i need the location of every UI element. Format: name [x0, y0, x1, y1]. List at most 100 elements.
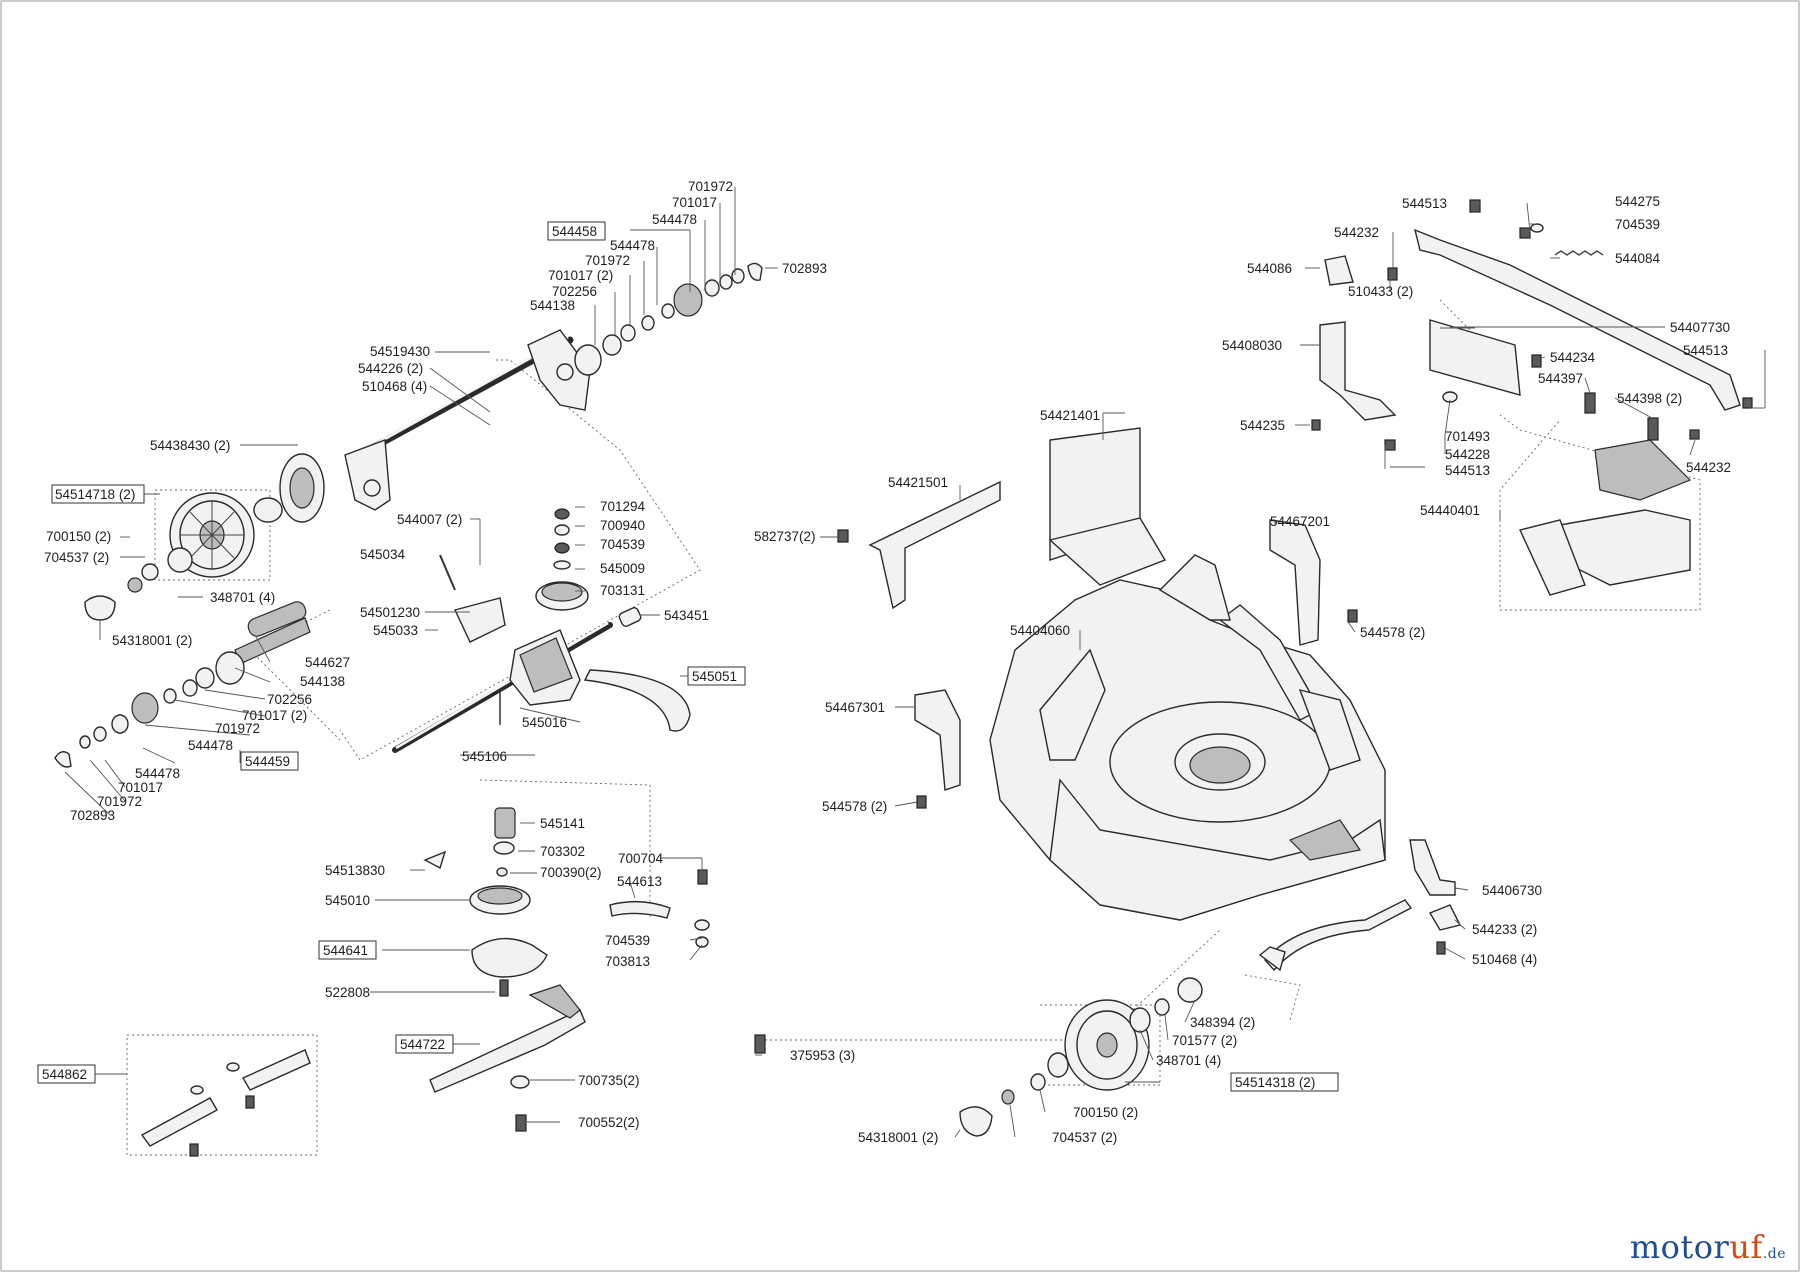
label-54421401: 54421401 [1040, 408, 1100, 423]
label-701017-x2: 701017 (2) [548, 268, 613, 283]
label-701972: 701972 [97, 794, 142, 809]
transmission-gearbox [247, 508, 691, 753]
logo-text-domain: .de [1762, 1246, 1786, 1262]
label-700150-x2: 700150 (2) [1073, 1105, 1138, 1120]
label-544478: 544478 [188, 738, 233, 753]
label-545034: 545034 [360, 547, 406, 562]
label-544234: 544234 [1550, 350, 1596, 365]
boxed-label-frames [37, 221, 1339, 1092]
label-701972: 701972 [585, 253, 630, 268]
label-544226-x2: 544226 (2) [358, 361, 423, 376]
label-544578-x2: 544578 (2) [1360, 625, 1425, 640]
right-drive-gear-stack [574, 262, 763, 376]
label-544862: 544862 [42, 1067, 87, 1082]
label-701972: 701972 [215, 721, 260, 736]
label-544397: 544397 [1538, 371, 1583, 386]
label-348701-x4: 348701 (4) [210, 590, 275, 605]
label-545141: 545141 [540, 816, 585, 831]
label-544578-x2: 544578 (2) [822, 799, 887, 814]
label-700150-x2: 700150 (2) [46, 529, 111, 544]
label-543451: 543451 [664, 608, 709, 623]
label-510433-x2: 510433 (2) [1348, 284, 1413, 299]
label-544627: 544627 [305, 655, 350, 670]
label-54318001-x2: 54318001 (2) [112, 633, 192, 648]
label-54407730: 54407730 [1670, 320, 1730, 335]
part-number-labels: 701972 701017 544478 544458 544478 70197… [42, 179, 1731, 1145]
label-704537-x2: 704537 (2) [44, 550, 109, 565]
label-54467301: 54467301 [825, 700, 885, 715]
blade-clutch-assembly [423, 807, 766, 1132]
label-545016: 545016 [522, 715, 567, 730]
label-545051: 545051 [692, 669, 737, 684]
label-54514318-x2: 54514318 (2) [1235, 1075, 1315, 1090]
label-700390-x2: 700390(2) [540, 865, 602, 880]
rear-axle-assembly [279, 329, 591, 523]
label-544478: 544478 [135, 766, 180, 781]
label-582737-x2: 582737(2) [754, 529, 816, 544]
axle-lever [344, 439, 391, 511]
label-54440401: 54440401 [1420, 503, 1480, 518]
label-544007-x2: 544007 (2) [397, 512, 462, 527]
label-54406730: 54406730 [1482, 883, 1542, 898]
label-545009: 545009 [600, 561, 645, 576]
label-702256: 702256 [267, 692, 312, 707]
label-54408030: 54408030 [1222, 338, 1282, 353]
front-axle-assembly [959, 839, 1462, 1137]
label-544613: 544613 [617, 874, 662, 889]
label-702256: 702256 [552, 284, 597, 299]
label-702893: 702893 [70, 808, 115, 823]
label-700940: 700940 [600, 518, 645, 533]
label-544232: 544232 [1686, 460, 1731, 475]
label-54438430-x2: 54438430 (2) [150, 438, 230, 453]
label-544458: 544458 [552, 224, 597, 239]
motoruf-logo: motoruf.de [1630, 1228, 1786, 1266]
label-54513830: 54513830 [325, 863, 385, 878]
label-54318001-x2: 54318001 (2) [858, 1130, 938, 1145]
label-703302: 703302 [540, 844, 585, 859]
label-544398-x2: 544398 (2) [1617, 391, 1682, 406]
label-544513: 544513 [1402, 196, 1447, 211]
label-544138: 544138 [300, 674, 345, 689]
label-704539: 704539 [600, 537, 645, 552]
label-701493: 701493 [1445, 429, 1490, 444]
discharge-chute-parts [837, 427, 1358, 809]
label-54421501: 54421501 [888, 475, 948, 490]
label-700704: 700704 [618, 851, 664, 866]
label-701577-x2: 701577 (2) [1172, 1033, 1237, 1048]
label-704537-x2: 704537 (2) [1052, 1130, 1117, 1145]
label-544228: 544228 [1445, 447, 1490, 462]
label-510468-x4: 510468 (4) [362, 379, 427, 394]
label-54514718-x2: 54514718 (2) [55, 487, 135, 502]
label-54404060: 54404060 [1010, 623, 1070, 638]
logo-text-motor: motor [1629, 1228, 1730, 1266]
label-701017-x2: 701017 (2) [242, 708, 307, 723]
label-701972: 701972 [688, 179, 733, 194]
label-545106: 545106 [462, 749, 507, 764]
height-adjust-assembly [1311, 199, 1753, 596]
label-544459: 544459 [245, 754, 290, 769]
mulch-blade-kit-inset [140, 1049, 311, 1157]
mower-deck-54404060 [989, 554, 1386, 921]
label-544138: 544138 [530, 298, 575, 313]
label-544641: 544641 [323, 943, 368, 958]
label-544233-x2: 544233 (2) [1472, 922, 1537, 937]
label-375953-x3: 375953 (3) [790, 1048, 855, 1063]
label-54519430: 54519430 [370, 344, 430, 359]
leader-lines [64, 187, 1766, 1138]
label-544722: 544722 [400, 1037, 445, 1052]
label-545033: 545033 [373, 623, 418, 638]
label-348701-x4: 348701 (4) [1156, 1053, 1221, 1068]
label-701017: 701017 [118, 780, 163, 795]
label-544275: 544275 [1615, 194, 1660, 209]
label-701017: 701017 [672, 195, 717, 210]
label-704539: 704539 [605, 933, 650, 948]
label-544086: 544086 [1247, 261, 1292, 276]
label-544084: 544084 [1615, 251, 1661, 266]
rear-wheel-left [84, 492, 283, 621]
label-700552-x2: 700552(2) [578, 1115, 640, 1130]
label-544235: 544235 [1240, 418, 1285, 433]
mower-blade [429, 1009, 586, 1093]
